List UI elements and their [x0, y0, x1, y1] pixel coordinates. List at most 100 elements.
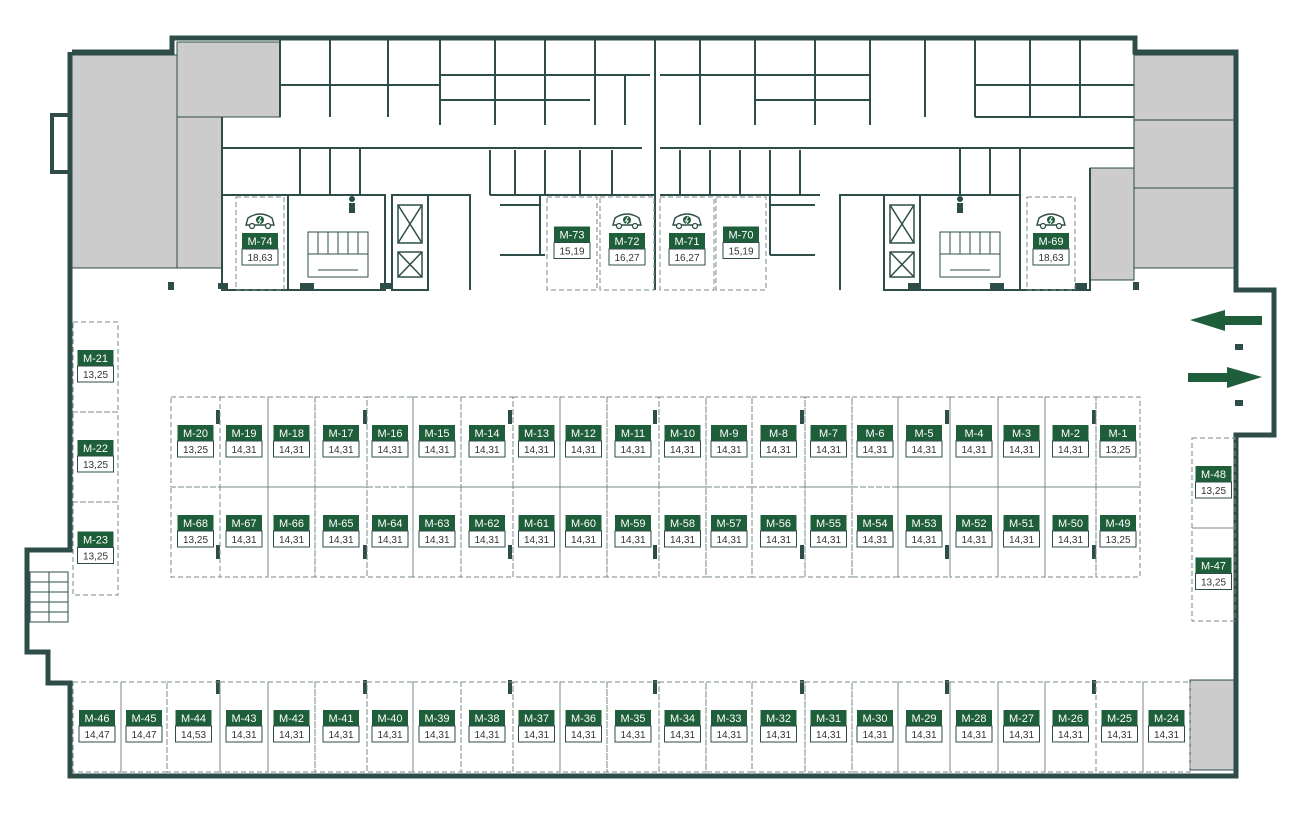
spot-area: 14,31: [424, 730, 449, 741]
spot-area-box: [856, 440, 894, 458]
spot-label-badge: [664, 515, 701, 531]
parking-spot-outline: [460, 486, 514, 578]
spot-label-badge: [609, 233, 645, 249]
spot-label-badge: [810, 710, 847, 726]
parking-spot-m-9[interactable]: M-914,31: [705, 396, 753, 488]
spot-area-box: [1195, 481, 1232, 499]
spot-area-box: [565, 725, 602, 743]
spot-area: 14,31: [961, 730, 986, 741]
spot-label-badge: [956, 515, 992, 531]
spot-label-badge: [469, 425, 505, 441]
parking-spot-m-1[interactable]: M-113,25: [1095, 396, 1141, 488]
spot-area: 15,19: [728, 247, 753, 258]
parking-spot-m-6[interactable]: M-614,31: [851, 396, 899, 488]
spot-number: M-45: [131, 713, 156, 725]
spot-area: 14,31: [231, 535, 256, 546]
spot-number: M-37: [524, 713, 549, 725]
spot-area: 14,31: [1058, 535, 1083, 546]
spot-label-badge: [419, 710, 455, 726]
spot-label-badge: [956, 425, 992, 441]
spot-area-box: [418, 440, 456, 458]
spot-number: M-29: [911, 713, 936, 725]
spot-area: 14,31: [620, 445, 645, 456]
spot-number: M-16: [377, 428, 402, 440]
spot-number: M-4: [965, 428, 984, 440]
parking-spot-m-4[interactable]: M-414,31: [949, 396, 999, 488]
spot-label-badge: [1052, 425, 1089, 441]
spot-number: M-65: [328, 518, 353, 530]
spot-label-badge: [419, 515, 455, 531]
spot-label-badge: [1003, 425, 1040, 441]
spot-number: M-42: [279, 713, 304, 725]
spot-area: 14,31: [231, 445, 256, 456]
parking-spot-m-7[interactable]: M-714,31: [804, 396, 853, 488]
spot-area: 14,31: [670, 730, 695, 741]
spot-label-badge: [273, 425, 310, 441]
spot-area: 14,31: [377, 535, 402, 546]
spot-area: 14,31: [474, 445, 499, 456]
spot-number: M-51: [1009, 518, 1034, 530]
parking-spot-m-3[interactable]: M-314,31: [997, 396, 1046, 488]
spot-number: M-31: [816, 713, 841, 725]
spot-label-badge: [857, 710, 893, 726]
spot-area-box: [322, 530, 360, 548]
